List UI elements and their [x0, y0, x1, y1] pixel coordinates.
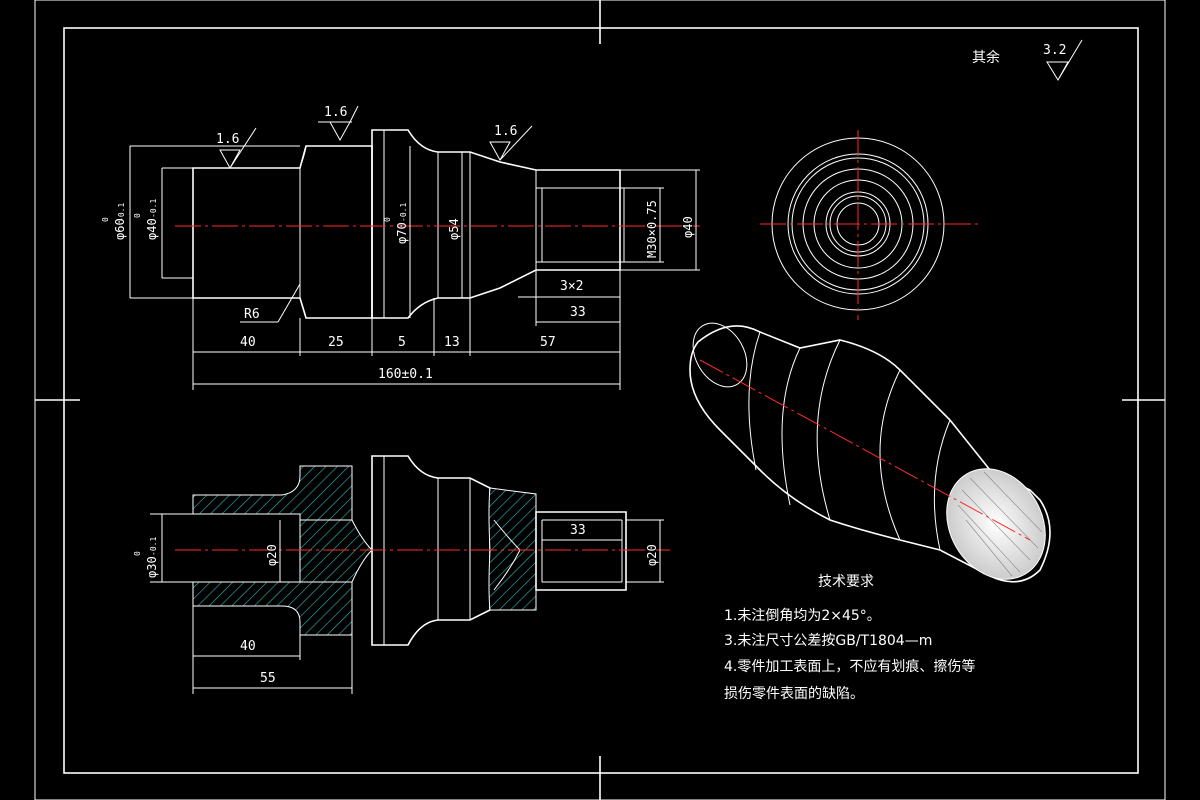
dim-phi60-label: φ60	[113, 218, 127, 240]
section-hatch-left	[192, 465, 373, 636]
technical-requirements: 技术要求 1.未注倒角均为2×45°。 3.未注尺寸公差按GB/T1804—m …	[724, 574, 975, 702]
dim-phi40-right-label: φ40	[681, 216, 695, 238]
thread-end-icon	[946, 468, 1046, 580]
dim-phi60-tol-upper: 0	[101, 217, 110, 222]
roughness-bore-value: 1.6	[216, 132, 239, 147]
corner-label: 其余	[972, 49, 1000, 66]
section-dim-phi30-tol-lower: -0.1	[149, 537, 158, 556]
tech-req-item-2: 3.未注尺寸公差按GB/T1804—m	[724, 633, 932, 649]
dim-phi70-tol-upper: 0	[383, 217, 392, 222]
section-dim-40-label: 40	[240, 639, 256, 654]
roughness-symbol-icon	[1046, 39, 1083, 81]
roughness-shoulder: 1.6	[318, 105, 359, 142]
front-view: φ60 0 -0.1 φ40 0 -0.1 φ70 0 -0.1 φ54 M30…	[101, 105, 700, 390]
section-dim-phi20-left-label: φ20	[265, 544, 279, 566]
roughness-bore: 1.6	[216, 127, 257, 170]
dim-33-label: 33	[570, 305, 586, 320]
roughness-shoulder-icon	[318, 105, 359, 142]
section-dim-phi30-label: φ30	[145, 556, 159, 578]
section-dim-33-label: 33	[570, 523, 586, 538]
dim-13-label: 13	[444, 335, 460, 350]
isometric-view	[689, 322, 1051, 583]
dim-phi60-tol-lower: -0.1	[117, 203, 126, 222]
end-view	[760, 130, 980, 320]
dim-phi70-tol-lower: -0.1	[399, 203, 408, 222]
dim-57-label: 57	[540, 335, 556, 350]
dim-5-label: 5	[398, 335, 406, 350]
dim-r6-label: R6	[244, 307, 260, 322]
tech-req-title: 技术要求	[818, 574, 874, 590]
drawing-frame	[34, 0, 1166, 800]
section-dim-55-label: 55	[260, 671, 276, 686]
roughness-bore-icon	[219, 127, 257, 170]
dim-phi40-left-label: φ40	[145, 218, 159, 240]
section-dim-phi30-tol-upper: 0	[133, 551, 142, 556]
dim-groove-label: 3×2	[560, 279, 583, 294]
dim-thread-label: M30×0.75	[645, 200, 659, 258]
roughness-taper: 1.6	[489, 124, 533, 162]
roughness-taper-icon	[489, 125, 533, 162]
section-hatch-right	[488, 487, 537, 611]
dim-40-label: 40	[240, 335, 256, 350]
dim-total-label: 160±0.1	[378, 367, 433, 382]
general-roughness-note: 其余 3.2	[972, 39, 1083, 81]
dim-25-label: 25	[328, 335, 344, 350]
section-dim-phi20-right-label: φ20	[645, 544, 659, 566]
roughness-taper-value: 1.6	[494, 124, 517, 139]
dim-phi40-left-tol-upper: 0	[133, 213, 142, 218]
dim-phi40-left-tol-lower: -0.1	[149, 199, 158, 218]
section-view: φ30 0 -0.1 φ20 33 φ20 40 55	[133, 455, 670, 694]
dim-phi70-label: φ70	[395, 222, 409, 244]
roughness-shoulder-value: 1.6	[324, 105, 347, 120]
tech-req-item-1: 1.未注倒角均为2×45°。	[724, 608, 881, 624]
dim-phi54-label: φ54	[447, 218, 461, 240]
roughness-general-value: 3.2	[1043, 43, 1066, 58]
tech-req-item-4: 损伤零件表面的缺陷。	[724, 686, 864, 702]
tech-req-item-3: 4.零件加工表面上，不应有划痕、擦伤等	[724, 658, 975, 675]
